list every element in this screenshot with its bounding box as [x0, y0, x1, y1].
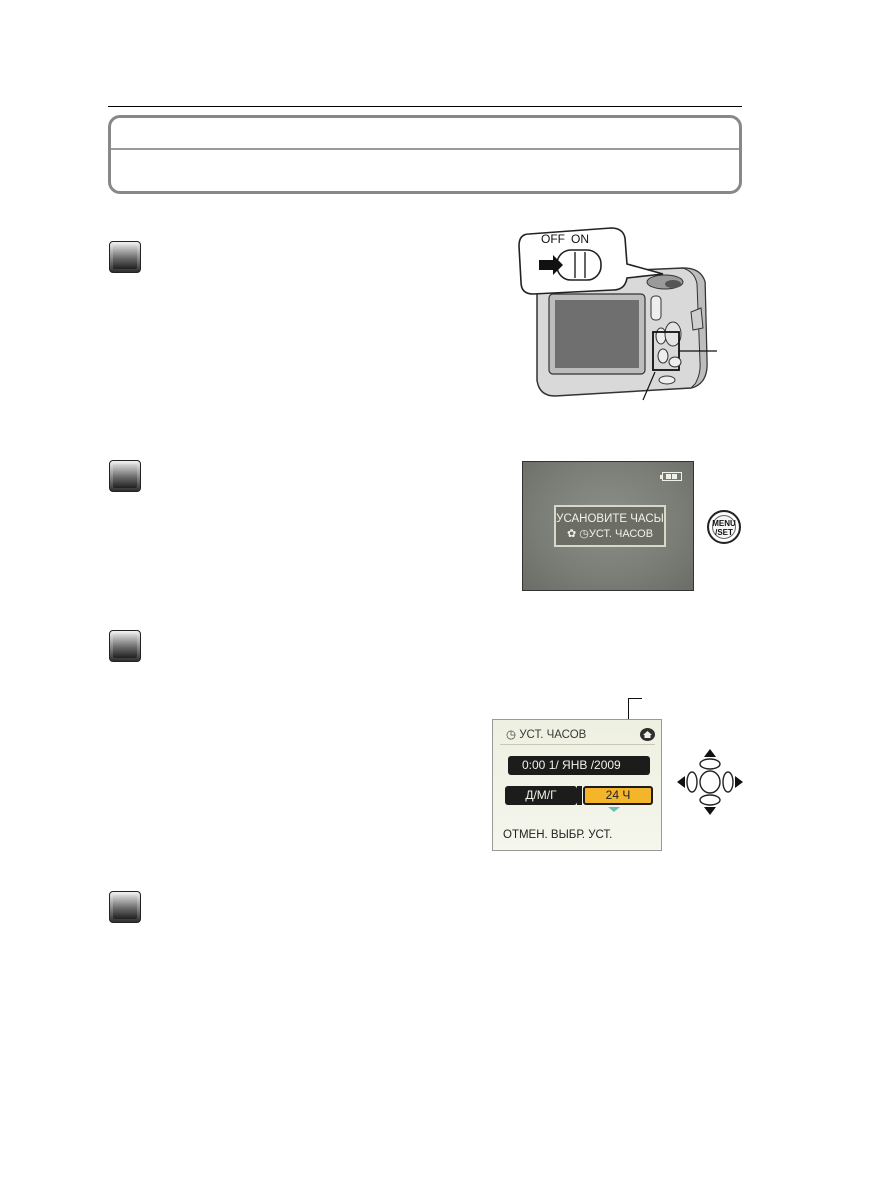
menu-set-button: MENU /SET	[707, 510, 741, 544]
lcd-prompt-message: УСАНОВИТЕ ЧАСЫ ✿ ◷УСТ. ЧАСОВ	[554, 505, 666, 547]
format-separator	[577, 786, 582, 805]
clock-screen-rule	[500, 744, 655, 745]
lcd-prompt-line2: УСТ. ЧАСОВ	[588, 528, 654, 540]
camera-power-switch-illustration	[518, 227, 717, 401]
step-3-marker	[109, 630, 141, 662]
clock-icon: ◷	[506, 729, 520, 741]
step-4-marker	[109, 891, 141, 923]
clock-icon: ✿ ◷	[566, 528, 589, 540]
step-2-marker	[109, 460, 141, 492]
step-1-marker	[109, 241, 141, 273]
cursor-buttons-icon	[677, 749, 743, 815]
clock-screen-title: ◷ УСТ. ЧАСОВ	[506, 729, 587, 741]
battery-icon	[660, 472, 682, 481]
date-format-field: Д/М/Г	[505, 786, 577, 805]
home-callout-line	[628, 698, 629, 728]
menu-set-line1: MENU	[712, 519, 736, 528]
home-icon	[640, 728, 655, 741]
menu-set-line2: /SET	[715, 528, 733, 537]
clock-screen-footer: ОТМЕН. ВЫБР. УСТ.	[503, 829, 613, 841]
switch-on-label: ON	[571, 232, 589, 246]
clock-set-screen	[492, 719, 662, 851]
top-rule	[108, 106, 742, 107]
switch-off-label: OFF	[541, 232, 565, 246]
hour-format-field: 24 Ч	[583, 786, 653, 805]
home-callout-tick	[628, 698, 642, 699]
datetime-field: 0:00 1/ ЯНВ /2009	[508, 756, 650, 775]
section-header-box	[108, 115, 742, 194]
lcd-prompt-line1: УСАНОВИТЕ ЧАСЫ	[556, 513, 664, 525]
section-header-divider	[111, 148, 739, 150]
selection-down-arrow-icon	[608, 807, 620, 812]
